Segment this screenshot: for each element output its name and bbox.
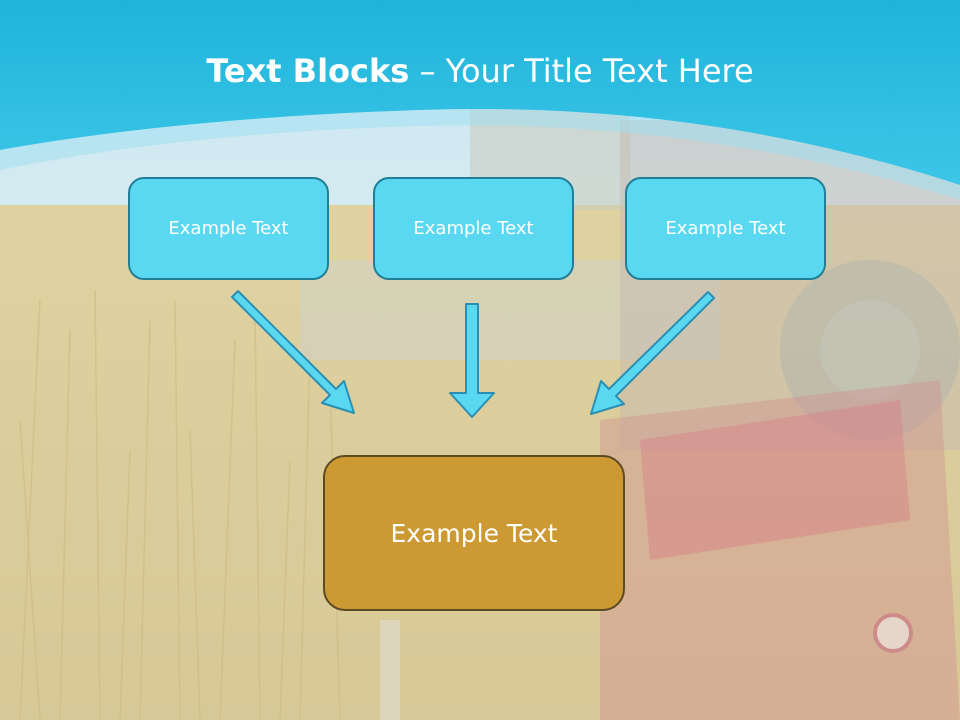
title-rest: Your Title Text Here [445,52,754,90]
slide-title: Text Blocks – Your Title Text Here [0,52,960,90]
text-block-3[interactable]: Example Text [625,177,826,280]
title-dash: – [409,52,446,90]
main-text-block[interactable]: Example Text [323,455,625,611]
text-block-1-label: Example Text [168,218,289,239]
text-block-2[interactable]: Example Text [373,177,574,280]
text-block-2-label: Example Text [413,218,534,239]
text-block-1[interactable]: Example Text [128,177,329,280]
main-text-block-label: Example Text [390,518,558,548]
text-block-3-label: Example Text [665,218,786,239]
title-bold-part: Text Blocks [206,52,410,90]
